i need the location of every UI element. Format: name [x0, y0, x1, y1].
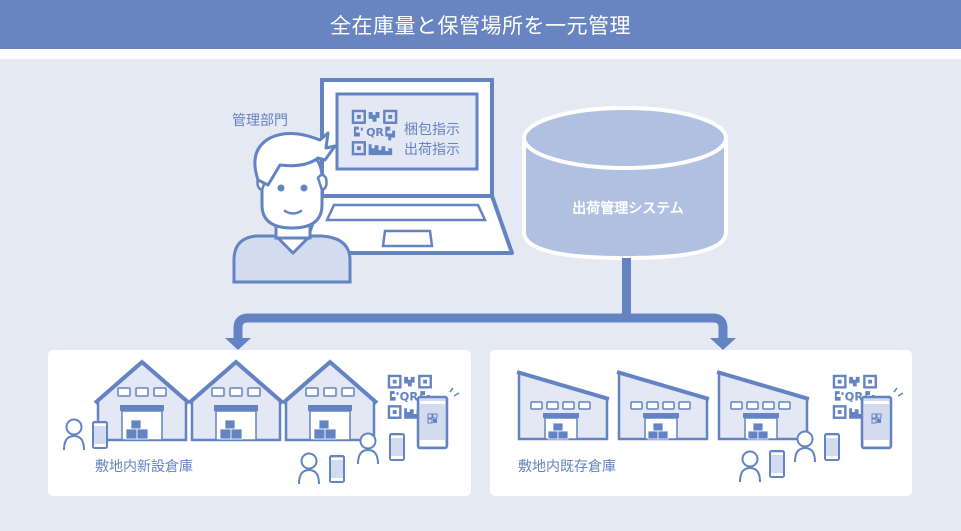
database-cylinder-icon: [522, 106, 728, 261]
laptop-screen-text: 梱包指示 出荷指示: [404, 120, 460, 160]
smartphone-icon: [769, 450, 785, 478]
worker-icon: [63, 418, 85, 451]
shipping-system-label: 出荷管理システム: [572, 201, 684, 217]
page-title-banner: 全在庫量と保管場所を一元管理: [0, 0, 961, 49]
existing-warehouse-label: 敷地内既存倉庫: [518, 459, 616, 475]
svg-text:QR: QR: [845, 390, 864, 404]
packing-instruction-text: 梱包指示: [404, 122, 460, 138]
laptop-icon: [300, 78, 514, 255]
page-title: 全在庫量と保管場所を一元管理: [330, 13, 631, 38]
smartphone-icon: [92, 421, 108, 449]
smartphone-icon: [329, 455, 345, 483]
smartphone-scan-icon: [860, 387, 904, 450]
smartphone-icon: [824, 433, 840, 461]
shipping-instruction-text: 出荷指示: [404, 142, 460, 158]
management-dept-label: 管理部門: [232, 113, 288, 129]
svg-text:QR: QR: [400, 390, 419, 404]
smartphone-scan-icon: [416, 387, 460, 450]
smartphone-icon: [389, 433, 405, 461]
worker-icon: [357, 432, 379, 465]
new-warehouse-label: 敷地内新設倉庫: [95, 459, 193, 475]
svg-text:QR: QR: [366, 126, 384, 139]
qr-code-icon: [351, 109, 398, 157]
connector-arrows: [225, 258, 736, 350]
worker-icon: [739, 450, 761, 483]
worker-icon: [298, 452, 320, 485]
worker-icon: [794, 430, 816, 463]
manager-avatar-icon: [232, 131, 352, 284]
